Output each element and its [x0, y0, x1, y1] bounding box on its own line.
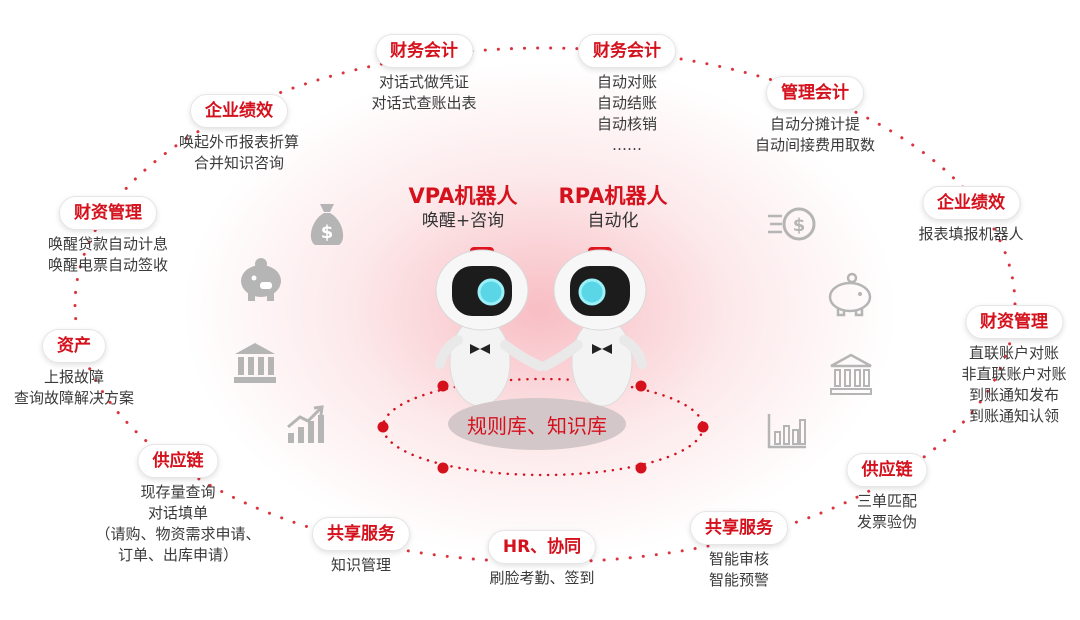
node-desc-line: 合并知识咨询 — [193, 154, 285, 172]
piggy-bank-outline-icon — [828, 272, 872, 317]
node-assets: 资产 上报故障 查询故障解决方案 — [14, 329, 134, 409]
rpa-title-block: RPA机器人 自动化 — [559, 183, 668, 233]
node-desc-line: 上报故障 — [43, 368, 105, 386]
node-treasury-right: 财资管理 直联账户对账 非直联账户对账 到账通知发布 到账通知认领 — [961, 305, 1067, 427]
node-pill: 共享服务 — [312, 517, 410, 551]
bank-icon — [234, 343, 276, 383]
rpa-subtitle: 自动化 — [587, 211, 639, 231]
node-desc-line: 唤醒电票自动签收 — [47, 256, 169, 274]
node-pill: 企业绩效 — [921, 186, 1020, 220]
node-desc-line: 智能预警 — [708, 571, 769, 589]
center-glow — [180, 60, 900, 560]
node-desc-line: 对话式查账出表 — [371, 94, 477, 112]
node-pill: 财资管理 — [58, 196, 157, 230]
node-pill: 供应链 — [137, 444, 219, 478]
vpa-title-block: VPA机器人 唤醒+咨询 — [409, 183, 518, 233]
rpa-robot — [540, 247, 647, 407]
node-desc-line: 订单、出库申请） — [117, 546, 239, 564]
node-finance-accounting-2: 财务会计 自动对账 自动结账 自动核销 …… — [578, 34, 676, 156]
node-pill: 财务会计 — [374, 34, 473, 68]
node-pill: 供应链 — [846, 453, 928, 487]
node-management-accounting: 管理会计 自动分摊计提 自动间接费用取数 — [755, 76, 875, 156]
vpa-title: VPA机器人 — [408, 184, 518, 208]
bank-outline-icon — [830, 353, 872, 395]
node-pill: 资产 — [41, 329, 106, 363]
node-desc-line: 报表填报机器人 — [918, 225, 1024, 243]
node-desc-line: 三单匹配 — [856, 492, 917, 510]
node-shared-services-left: 共享服务 知识管理 — [312, 517, 410, 576]
inner-ring-dot — [635, 380, 647, 392]
node-desc-line: 直联账户对账 — [968, 344, 1060, 362]
money-bag-icon: $ — [310, 204, 344, 245]
node-desc-line: （请购、物资需求申请、 — [95, 525, 261, 543]
node-hr-collaboration: HR、协同 刷脸考勤、签到 — [487, 530, 597, 589]
node-supply-chain-left: 供应链 现存量查询 对话填单 （请购、物资需求申请、 订单、出库申请） — [95, 444, 261, 566]
node-desc-line: …… — [612, 136, 642, 154]
node-desc-line: 对话式做凭证 — [378, 73, 470, 91]
knowledge-base-label: 规则库、知识库 — [448, 398, 626, 450]
node-enterprise-performance-right: 企业绩效 报表填报机器人 — [918, 186, 1024, 245]
node-desc-line: 对话填单 — [147, 504, 209, 522]
node-pill: 共享服务 — [690, 511, 788, 545]
node-finance-accounting-1: 财务会计 对话式做凭证 对话式查账出表 — [371, 34, 477, 114]
inner-ring-dot — [437, 380, 449, 392]
node-pill: 管理会计 — [765, 76, 864, 110]
inner-ring-dot — [377, 421, 389, 433]
node-desc-line: 智能审核 — [708, 550, 769, 568]
node-shared-services-right: 共享服务 智能审核 智能预警 — [690, 511, 788, 591]
vpa-subtitle: 唤醒+咨询 — [421, 211, 505, 231]
node-pill: HR、协同 — [487, 530, 597, 564]
node-desc-line: 到账通知认领 — [968, 407, 1060, 425]
node-supply-chain-right: 供应链 三单匹配 发票验伪 — [846, 453, 928, 533]
piggy-bank-icon — [241, 258, 281, 301]
inner-ring-dot — [635, 462, 647, 474]
node-desc-line: 唤醒贷款自动计息 — [47, 235, 169, 253]
node-desc-line: 非直联账户对账 — [961, 365, 1067, 383]
node-desc-line: 到账通知发布 — [968, 386, 1060, 404]
node-desc-line: 自动间接费用取数 — [754, 136, 876, 154]
coin-icon: $ — [768, 207, 816, 241]
bar-chart-icon — [767, 414, 806, 449]
node-desc-line: 查询故障解决方案 — [13, 389, 135, 407]
node-enterprise-performance-left: 企业绩效 唤起外币报表折算 合并知识咨询 — [179, 94, 299, 174]
node-desc-line: 自动结账 — [596, 94, 657, 112]
node-treasury-left: 财资管理 唤醒贷款自动计息 唤醒电票自动签收 — [48, 196, 168, 276]
node-desc-line: 自动核销 — [596, 115, 657, 133]
node-desc-line: 发票验伪 — [856, 513, 917, 531]
node-desc-line: 自动分摊计提 — [769, 115, 861, 133]
node-pill: 财务会计 — [578, 34, 676, 68]
inner-ring-dot — [437, 462, 449, 474]
rpa-title: RPA机器人 — [558, 184, 668, 208]
svg-text:$: $ — [793, 215, 806, 236]
node-pill: 企业绩效 — [189, 94, 288, 128]
growth-chart-icon — [287, 405, 324, 443]
node-desc-line: 刷脸考勤、签到 — [489, 569, 595, 587]
inner-ring-dot — [697, 421, 709, 433]
node-desc-line: 现存量查询 — [140, 483, 216, 501]
vpa-robot — [435, 247, 545, 407]
svg-text:$: $ — [321, 222, 334, 243]
node-pill: 财资管理 — [964, 305, 1063, 339]
node-desc-line: 唤起外币报表折算 — [178, 133, 300, 151]
node-desc-line: 知识管理 — [330, 556, 391, 574]
node-desc-line: 自动对账 — [596, 73, 657, 91]
